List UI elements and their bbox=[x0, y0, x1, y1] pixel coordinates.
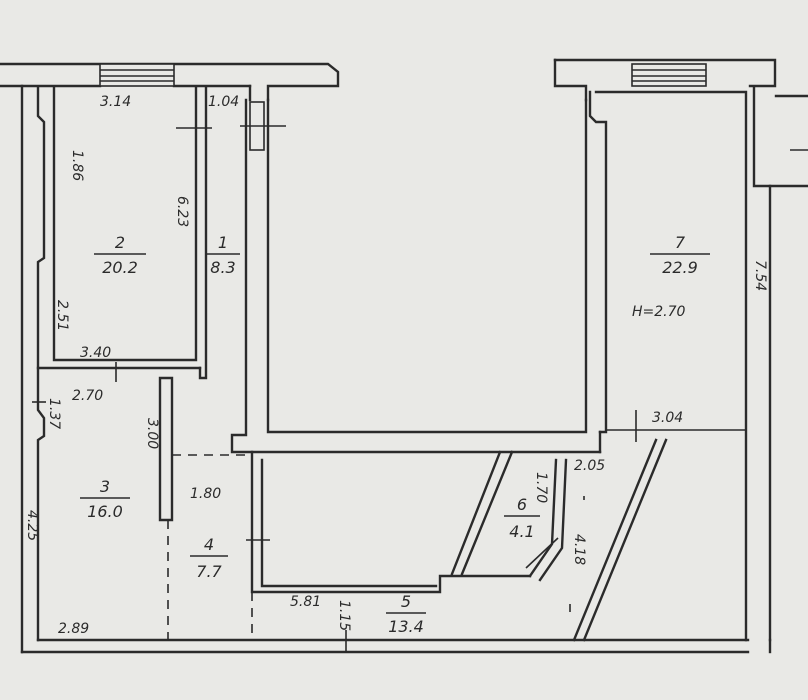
room-3-area: 16.0 bbox=[87, 502, 123, 521]
window bbox=[631, 63, 707, 87]
room-4-number: 4 bbox=[204, 535, 214, 554]
dim-r2-bottom: 3.40 bbox=[80, 345, 111, 361]
dim-r5-top: 5.81 bbox=[290, 594, 321, 610]
room-1-area: 8.3 bbox=[210, 258, 235, 277]
dim-r6-right: 4.18 bbox=[571, 534, 587, 565]
room-5-area: 13.4 bbox=[388, 617, 424, 636]
window bbox=[99, 63, 175, 87]
dim-r3-top: 2.70 bbox=[72, 388, 103, 404]
dim-r7-bottom: 3.04 bbox=[652, 410, 683, 426]
room-2-number: 2 bbox=[115, 233, 125, 252]
dim-r3-left-upper: 1.37 bbox=[46, 398, 62, 429]
room-3-number: 3 bbox=[100, 477, 110, 496]
room-labels: 1 8.3 2 20.2 3 16.0 4 7.7 5 13.4 6 4.1 7… bbox=[80, 233, 710, 636]
dim-r3-partition: 3.00 bbox=[144, 418, 160, 449]
dim-r3-bottom: 2.89 bbox=[58, 621, 89, 637]
ceiling-height: H=2.70 bbox=[632, 304, 686, 320]
room-7-area: 22.9 bbox=[662, 258, 698, 277]
dim-r6-side: 1.70 bbox=[533, 472, 549, 503]
room-7-number: 7 bbox=[675, 233, 686, 252]
room-2-area: 20.2 bbox=[102, 258, 138, 277]
room-6-number: 6 bbox=[517, 495, 527, 514]
dim-r2-left-lower: 2.51 bbox=[54, 300, 70, 331]
dim-r2-right: 6.23 bbox=[174, 196, 190, 227]
dimension-labels: 3.14 1.04 1.86 6.23 2.51 3.40 2.70 1.37 … bbox=[24, 94, 768, 637]
walls bbox=[0, 58, 808, 654]
dim-r1-top: 1.04 bbox=[208, 94, 239, 110]
room-4-area: 7.7 bbox=[196, 562, 222, 581]
dim-r4-width: 1.80 bbox=[190, 486, 221, 502]
dim-r6-top-right: 2.05 bbox=[574, 458, 605, 474]
dim-r2-left-upper: 1.86 bbox=[69, 150, 85, 181]
dim-r7-right: 7.54 bbox=[752, 260, 768, 291]
dim-r2-top: 3.14 bbox=[100, 94, 131, 110]
room-6-area: 4.1 bbox=[509, 522, 534, 541]
dim-r3-left: 4.25 bbox=[24, 510, 40, 541]
room-1-number: 1 bbox=[218, 233, 228, 252]
dim-r5-side: 1.15 bbox=[336, 600, 352, 631]
room-5-number: 5 bbox=[401, 592, 411, 611]
